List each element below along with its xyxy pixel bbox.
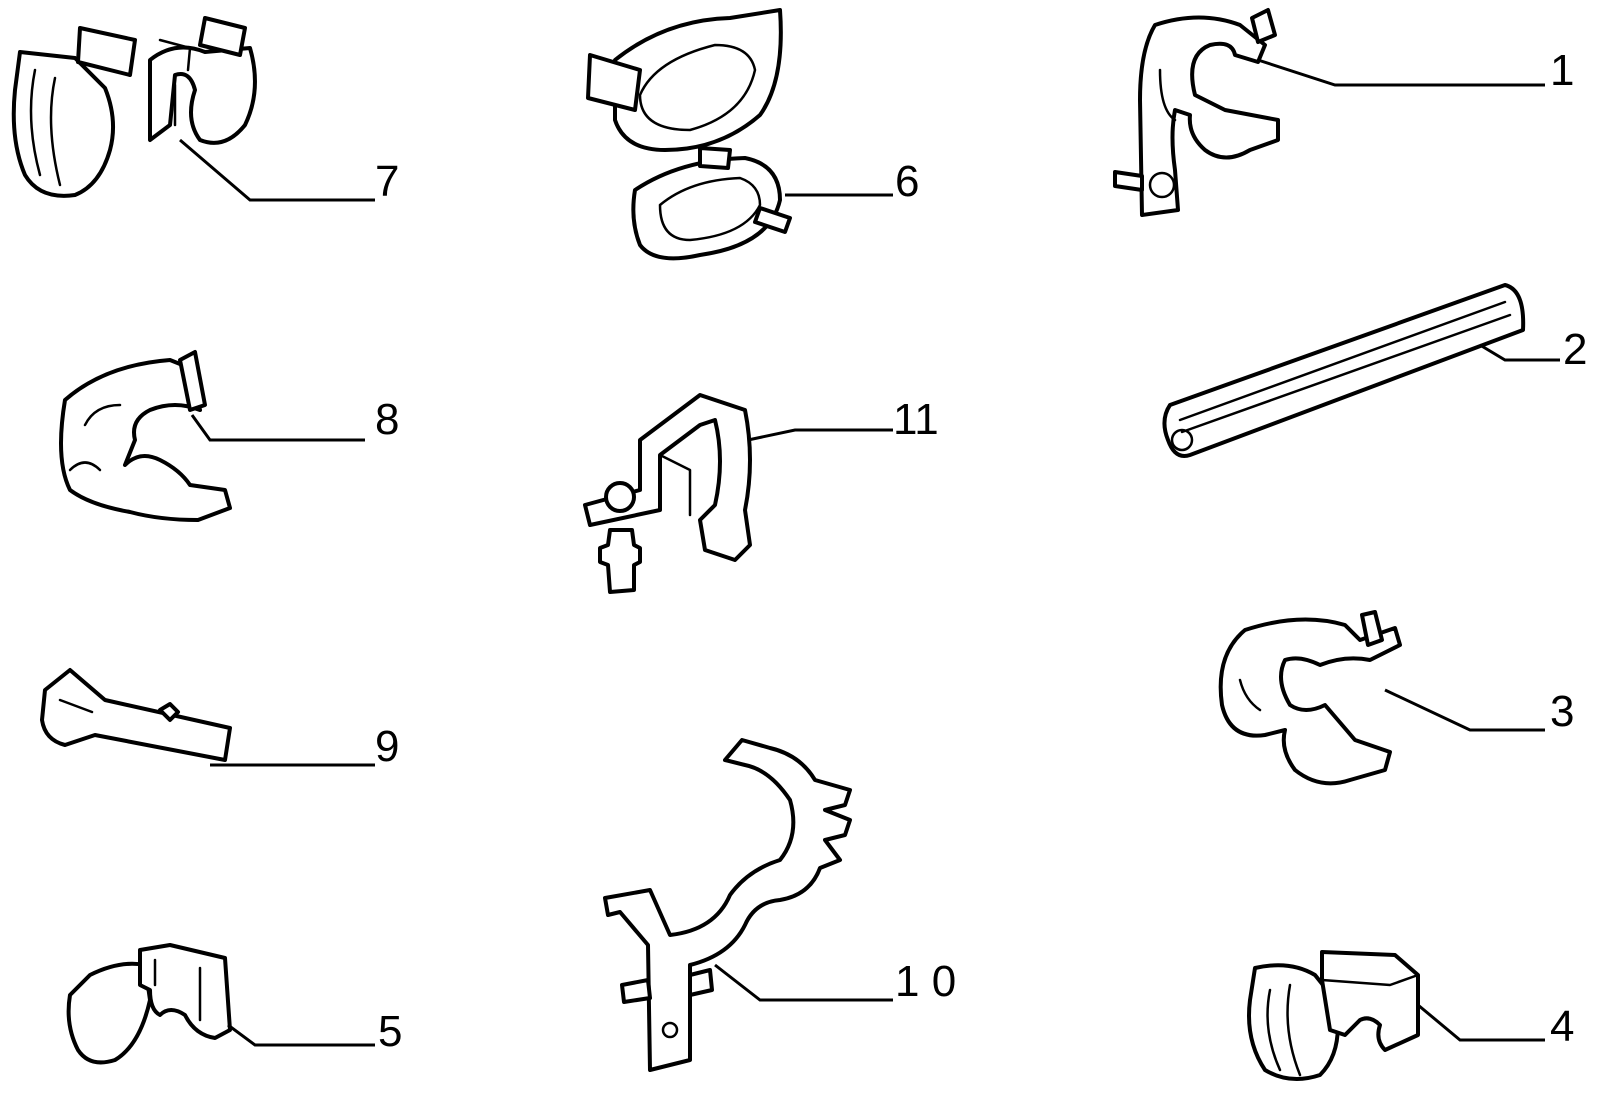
callout-8: 8 (375, 395, 400, 444)
leader-line-4 (1417, 1003, 1545, 1042)
part-2-edge-strip (1162, 283, 1526, 458)
part-9-flat-tab (40, 668, 232, 762)
leader-line-3 (1384, 688, 1545, 732)
callout-7: 7 (375, 157, 400, 206)
part-3-double-clip (1218, 610, 1402, 786)
leader-line-11 (747, 428, 893, 442)
leader-line-8 (190, 414, 365, 442)
callout-9: 9 (375, 722, 400, 771)
part-11-u-bracket-bolt (583, 393, 752, 594)
callout-11: 11 (893, 395, 939, 444)
part-6-twin-loop-clip (586, 8, 792, 261)
part-10-curved-bracket (603, 738, 852, 1072)
part-7-double-clamp (11, 16, 257, 198)
part-8-multi-clip (59, 350, 232, 522)
callout-5: 5 (378, 1007, 403, 1056)
callout-4: 4 (1550, 1002, 1575, 1051)
callout-1: 1 (1550, 46, 1575, 95)
leader-line-2 (1479, 343, 1560, 362)
callout-2: 2 (1563, 325, 1588, 374)
callout-6: 6 (895, 157, 920, 206)
callout-3: 3 (1550, 687, 1575, 736)
leader-line-7 (179, 138, 375, 202)
part-4-clip-with-block (1247, 950, 1420, 1081)
callout-10: 1 0 (895, 957, 957, 1006)
part-1-clip-with-plate (1113, 8, 1280, 217)
leader-line-10 (714, 963, 893, 1002)
leader-line-1 (1257, 58, 1545, 87)
part-5-cable-clip (66, 943, 232, 1065)
leader-line-5 (227, 1023, 375, 1047)
